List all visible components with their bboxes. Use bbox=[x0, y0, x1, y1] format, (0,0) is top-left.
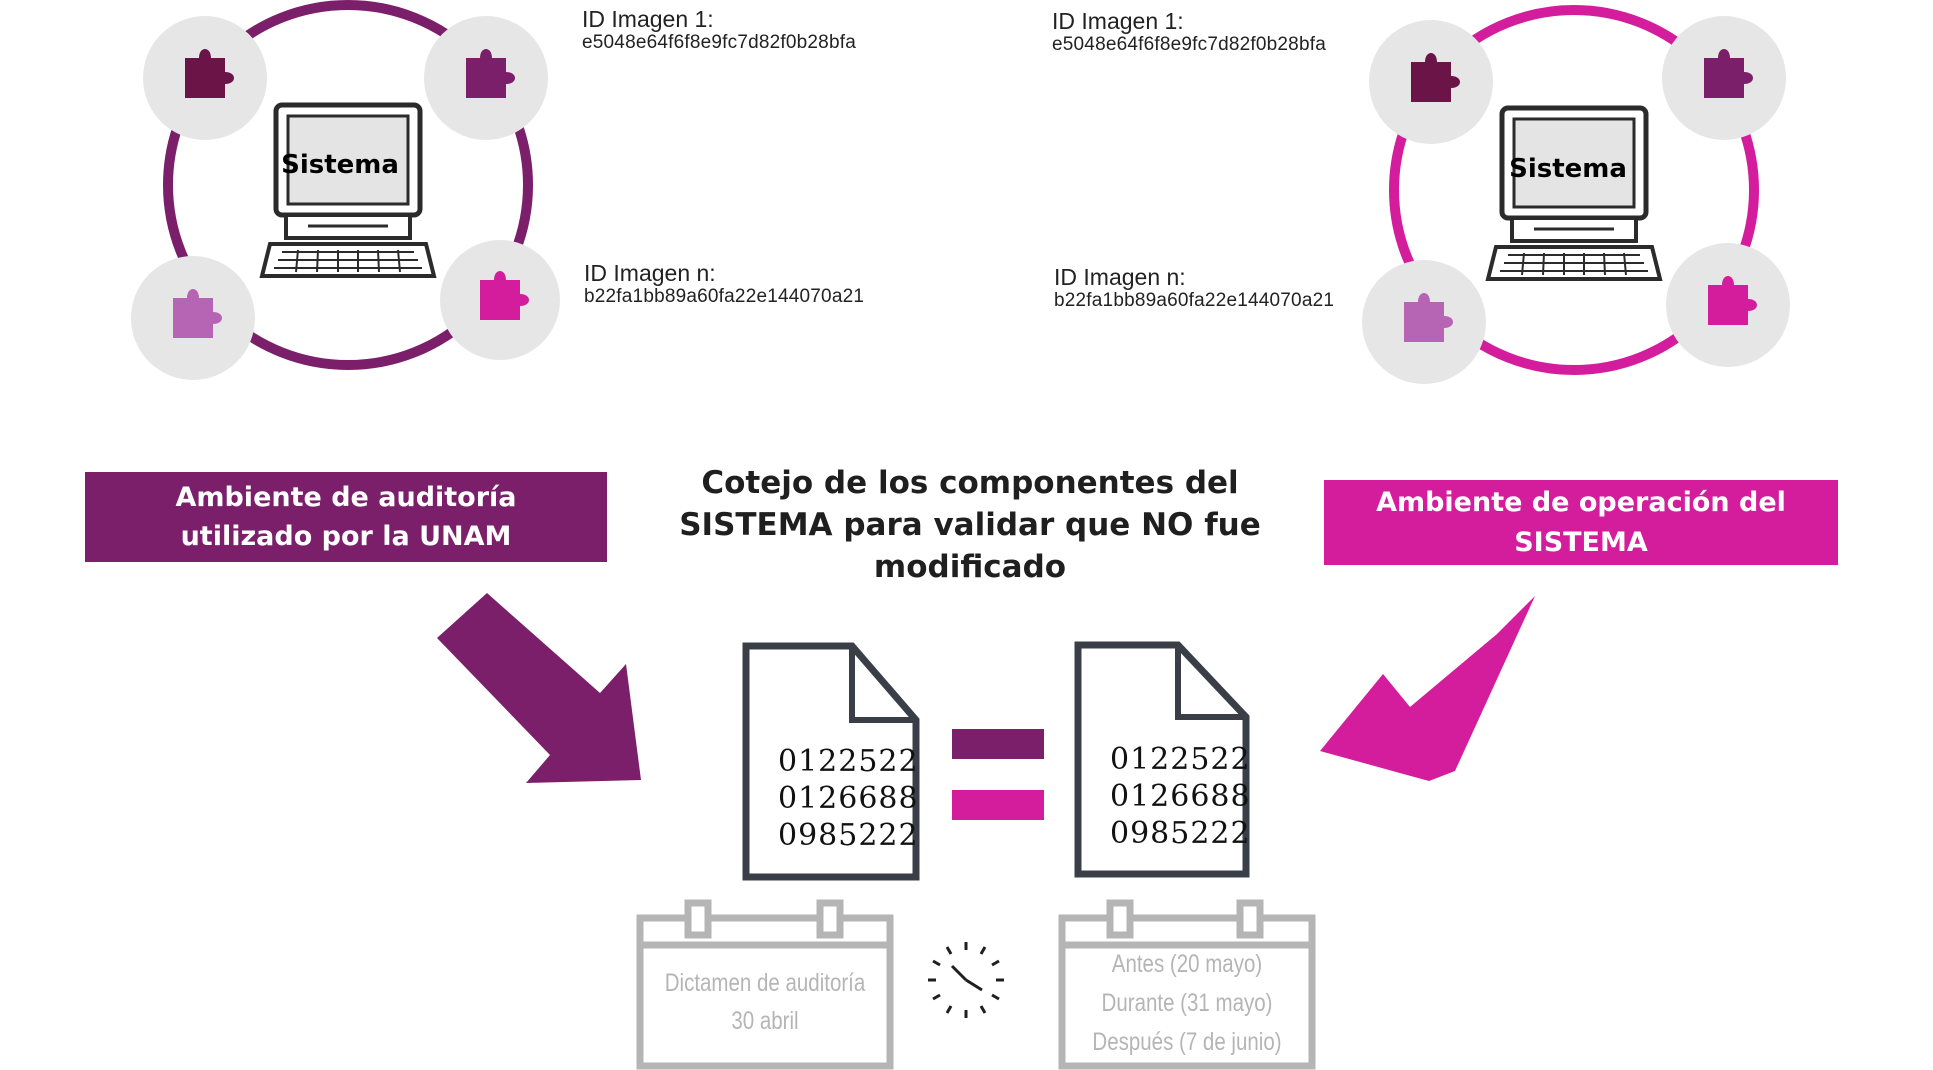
left-banner: Ambiente de auditoría utilizado por la U… bbox=[85, 472, 607, 562]
right-document-values: 0122522 0126688 0985222 bbox=[1110, 742, 1251, 853]
right-id-first-hash: e5048e64f6f8e9fc7d82f0b28bfa bbox=[1052, 34, 1326, 56]
left-id-last-title: ID Imagen n: bbox=[584, 260, 716, 286]
right-calendar-text: Antes (20 mayo) Durante (31 mayo) Despué… bbox=[1066, 945, 1307, 1061]
right-id-first: ID Imagen 1: e5048e64f6f8e9fc7d82f0b28bf… bbox=[1052, 8, 1326, 56]
right-system-group: Sistema bbox=[1362, 5, 1790, 384]
right-banner-bg bbox=[1324, 480, 1838, 565]
right-banner-line1: Ambiente de operación del bbox=[1376, 487, 1786, 519]
right-calendar-icon bbox=[1058, 899, 1316, 1070]
right-calendar-line2: Durante (31 mayo) bbox=[1101, 988, 1273, 1017]
left-calendar-icon bbox=[636, 899, 894, 1070]
right-calendar-line3: Después (7 de junio) bbox=[1092, 1027, 1282, 1056]
left-doc-value-1: 0122522 bbox=[778, 744, 919, 779]
right-doc-value-1: 0122522 bbox=[1110, 742, 1251, 777]
left-system-ring bbox=[163, 0, 533, 370]
right-calendar-line1: Antes (20 mayo) bbox=[1111, 950, 1263, 978]
computer-icon bbox=[1488, 108, 1660, 279]
left-id-first-hash: e5048e64f6f8e9fc7d82f0b28bfa bbox=[582, 32, 856, 54]
left-system-group: Sistema bbox=[131, 0, 560, 380]
right-id-last-hash: b22fa1bb89a60fa22e144070a21 bbox=[1054, 290, 1335, 312]
left-id-first-title: ID Imagen 1: bbox=[582, 6, 714, 32]
left-banner-bg bbox=[85, 472, 607, 562]
left-calendar-line1: Dictamen de auditoría bbox=[664, 969, 866, 997]
center-title-line1: Cotejo de los componentes del bbox=[701, 465, 1239, 501]
left-id-last: ID Imagen n: b22fa1bb89a60fa22e144070a21 bbox=[584, 260, 864, 308]
right-id-last: ID Imagen n: b22fa1bb89a60fa22e144070a21 bbox=[1054, 264, 1334, 312]
left-document-values: 0122522 0126688 0985222 bbox=[778, 744, 919, 855]
right-banner: Ambiente de operación del SISTEMA bbox=[1324, 480, 1838, 565]
right-doc-value-2: 0126688 bbox=[1110, 778, 1251, 814]
left-banner-line2: utilizado por la UNAM bbox=[180, 521, 512, 552]
right-screen-label: Sistema bbox=[1509, 154, 1627, 184]
equals-bottom-bar bbox=[952, 790, 1044, 820]
center-title-line3: modificado bbox=[873, 548, 1067, 585]
computer-icon bbox=[262, 105, 434, 276]
right-banner-line2: SISTEMA bbox=[1514, 526, 1648, 558]
right-doc-value-3: 0985222 bbox=[1110, 815, 1251, 851]
left-id-last-hash: b22fa1bb89a60fa22e144070a21 bbox=[584, 286, 865, 308]
right-document-icon bbox=[1074, 641, 1250, 878]
left-calendar-text: Dictamen de auditoría 30 abril bbox=[650, 965, 880, 1040]
left-id-first: ID Imagen 1: e5048e64f6f8e9fc7d82f0b28bf… bbox=[582, 6, 856, 54]
equals-top-bar bbox=[952, 729, 1044, 759]
left-arrow-icon bbox=[437, 593, 641, 783]
left-screen-label: Sistema bbox=[281, 150, 399, 180]
right-system-ring bbox=[1389, 5, 1759, 375]
center-title-line2: SISTEMA para validar que NO fue bbox=[679, 506, 1261, 543]
left-doc-value-3: 0985222 bbox=[778, 817, 919, 853]
left-document-icon bbox=[742, 642, 920, 881]
right-id-last-title: ID Imagen n: bbox=[1054, 264, 1186, 290]
left-document-fold bbox=[849, 646, 916, 723]
left-calendar-line2: 30 abril bbox=[731, 1006, 799, 1035]
right-id-first-title: ID Imagen 1: bbox=[1052, 8, 1184, 34]
clock-icon bbox=[928, 942, 1004, 1018]
center-title: Cotejo de los componentes del SISTEMA pa… bbox=[640, 463, 1300, 589]
right-document-fold bbox=[1175, 645, 1246, 720]
left-banner-line1: Ambiente de auditoría bbox=[175, 481, 517, 513]
right-arrow-icon bbox=[1320, 596, 1535, 781]
left-doc-value-2: 0126688 bbox=[778, 780, 919, 816]
